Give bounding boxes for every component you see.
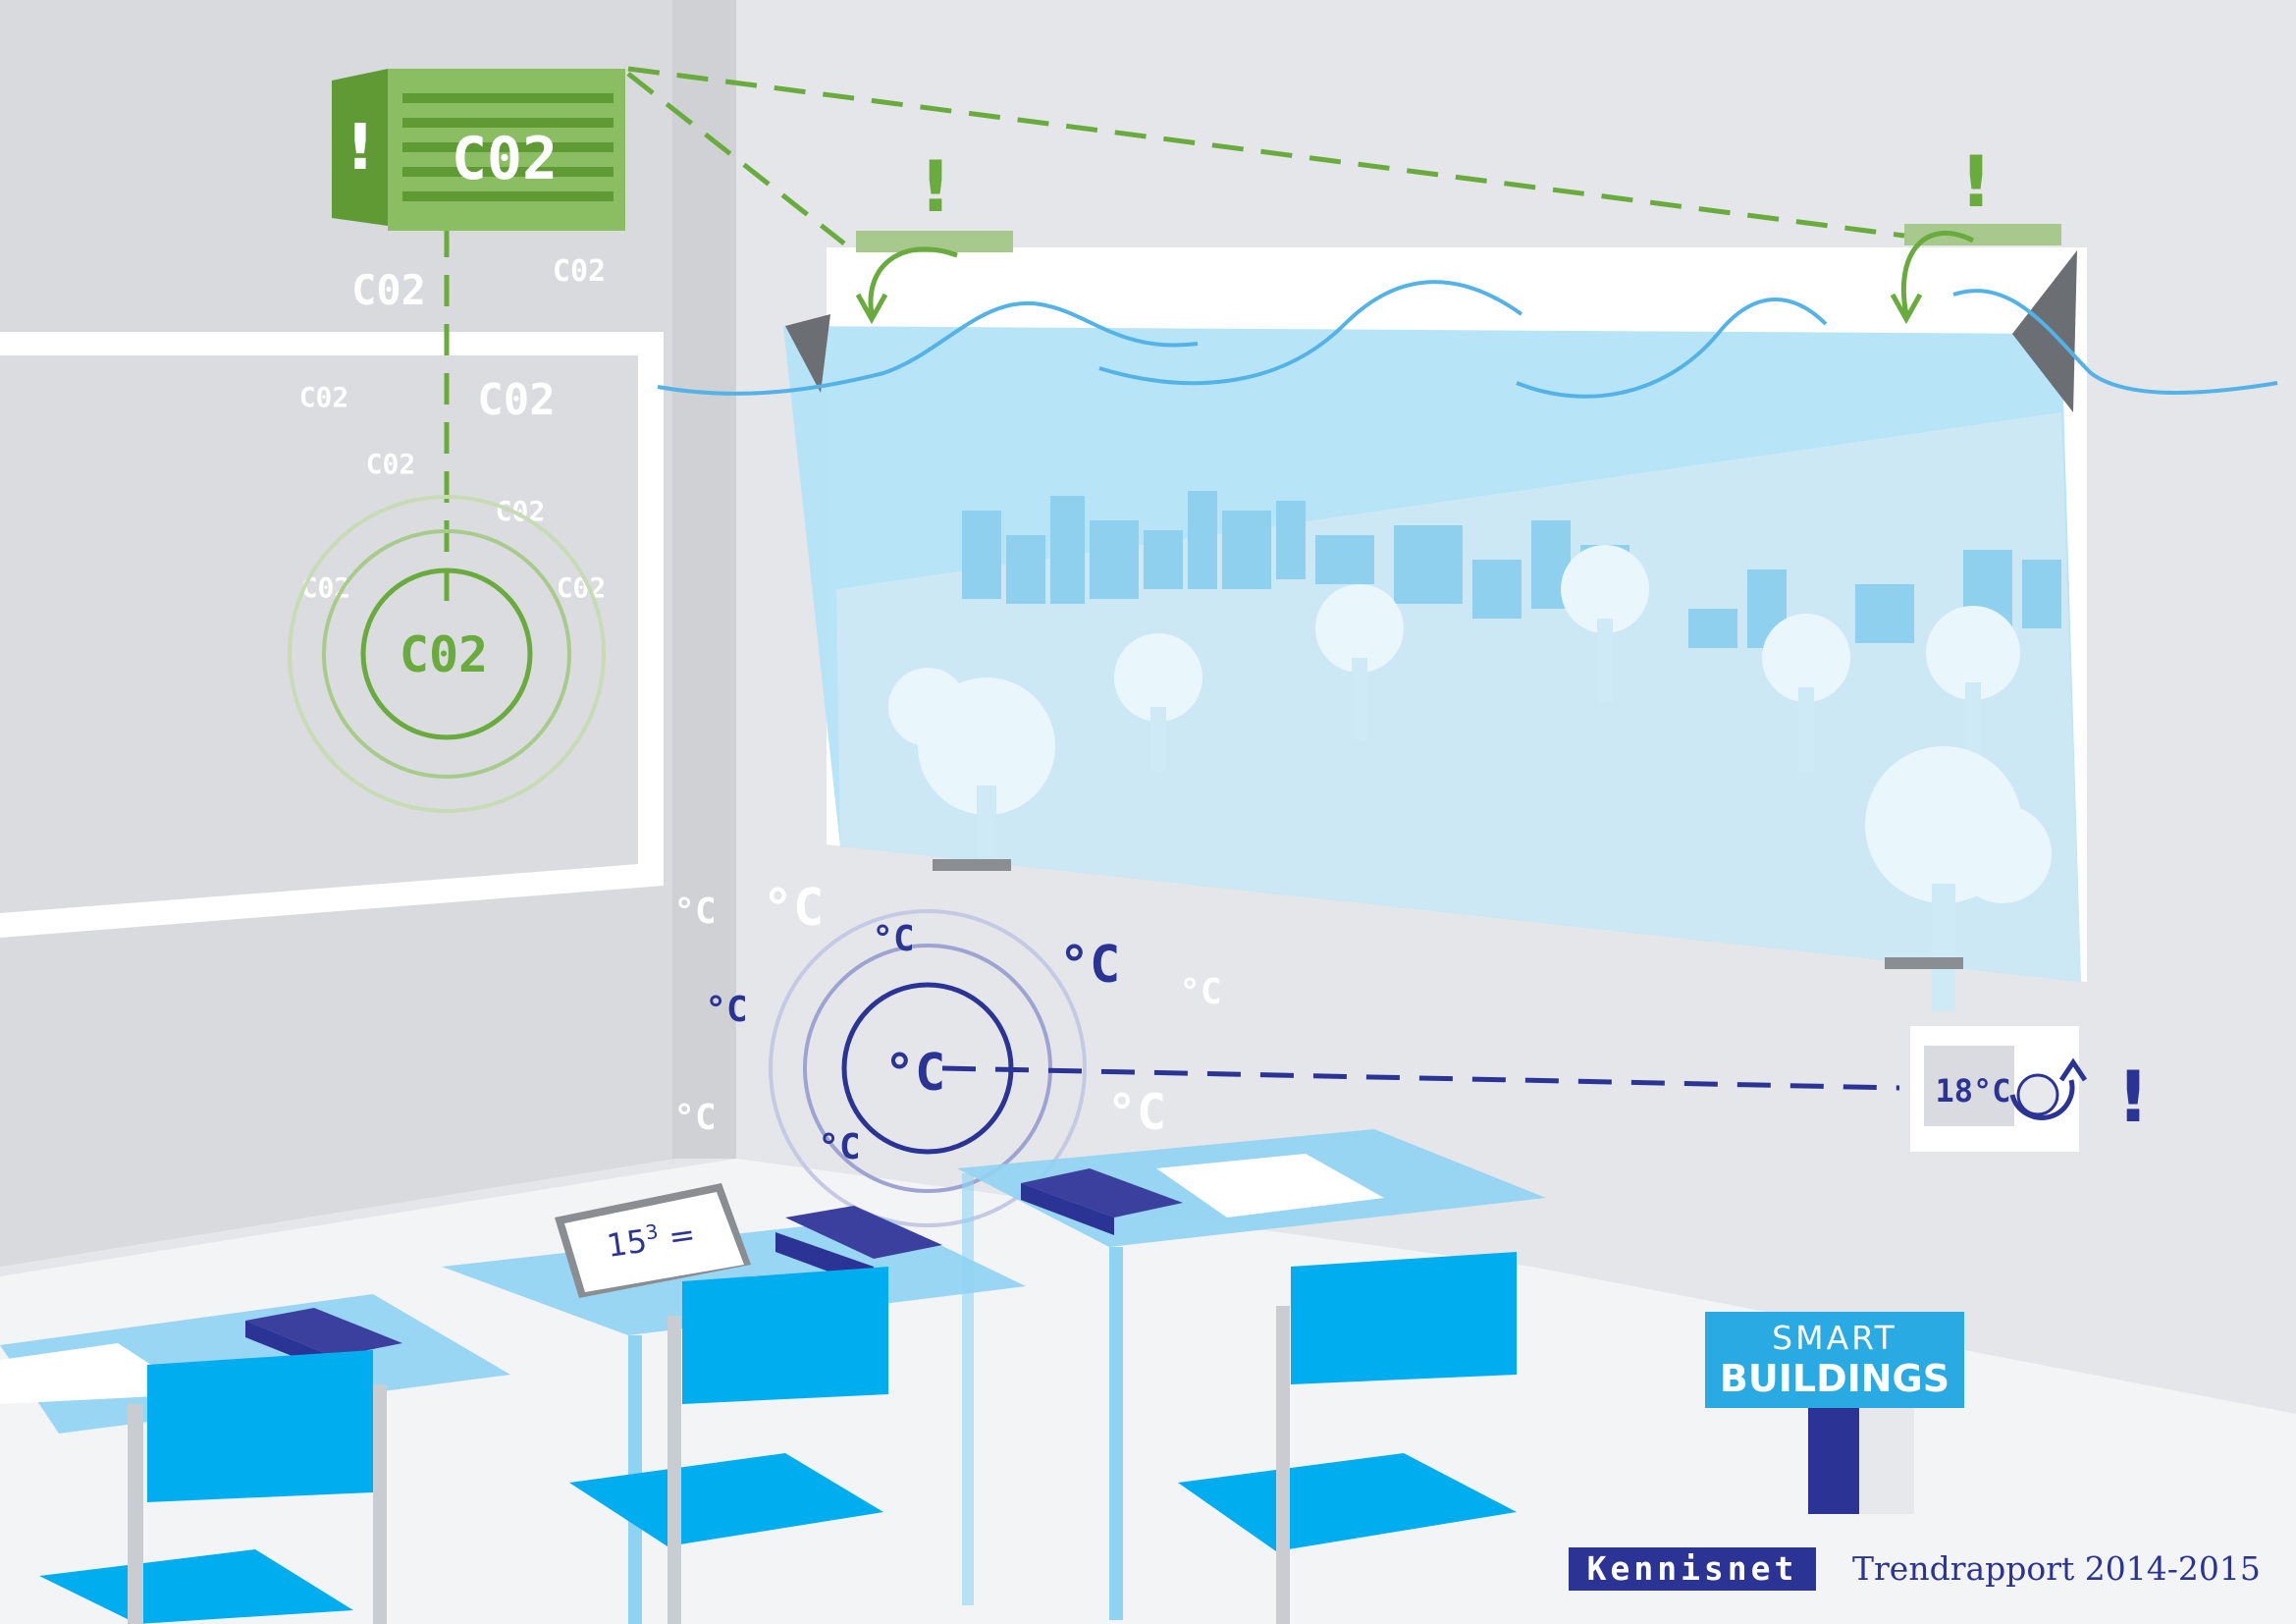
temperature-floating-label: °C	[818, 1127, 860, 1167]
trees	[888, 545, 2052, 1011]
vent-arrows	[855, 231, 1975, 325]
co2-sensor-label: C02	[400, 626, 488, 683]
thermostat[interactable]	[1910, 1026, 2088, 1152]
sign-post	[1808, 1408, 1859, 1514]
wall-corner	[672, 0, 736, 1159]
temperature-floating-label: °C	[673, 1098, 716, 1138]
temperature-floating-label: °C	[1179, 972, 1221, 1012]
temperature-floating-label: °C	[1059, 936, 1121, 995]
co2-floating-label: C02	[477, 375, 555, 425]
co2-dashed-links	[444, 66, 1905, 619]
temperature-floating-label: °C	[705, 990, 747, 1030]
window-hinge-left	[785, 314, 830, 393]
desk-card	[555, 1183, 751, 1298]
co2-floating-label: C02	[299, 381, 349, 413]
co2-ventilation-unit	[332, 69, 625, 231]
co2-unit-alert-mark: !	[346, 112, 374, 185]
airflow-waves	[657, 280, 2278, 399]
temperature-floating-label: °C	[1107, 1084, 1166, 1141]
co2-floating-label: C02	[351, 266, 426, 314]
co2-unit-label: C02	[452, 125, 558, 193]
window-latch	[1885, 957, 1963, 969]
sign-line-2: BUILDINGS	[1719, 1357, 1950, 1400]
co2-floating-label: C02	[366, 448, 416, 480]
thermostat-alert-mark: !	[2117, 1056, 2150, 1138]
sign-post-shadow	[1859, 1408, 1914, 1514]
window-alert-mark: !	[1960, 140, 1993, 223]
report-title: Trendrapport 2014-2015	[1852, 1549, 2261, 1588]
temperature-dashed-link	[941, 1065, 1900, 1091]
window-vent-left	[856, 231, 1013, 252]
window-vent-right	[1904, 224, 2061, 245]
co2-floating-label: C02	[553, 254, 606, 289]
sign-line-1: SMART	[1772, 1319, 1897, 1357]
whiteboard-surface	[0, 355, 638, 913]
temperature-floating-label: °C	[872, 919, 914, 959]
kennisnet-logo: Kennisnet	[1569, 1547, 1816, 1591]
thermostat-reading: 18°C	[1935, 1072, 2010, 1110]
smart-buildings-sign: SMART BUILDINGS	[1705, 1312, 1964, 1408]
window-hinge-right	[2012, 250, 2077, 412]
desk-card-text: 153 =	[605, 1215, 698, 1265]
chairs	[39, 1252, 1517, 1624]
window-alert-mark: !	[920, 145, 952, 228]
city-skyline	[962, 491, 2061, 648]
temperature-floating-label: °C	[763, 879, 825, 938]
co2-sensor	[288, 495, 606, 813]
temperature-sensor-label: °C	[884, 1044, 946, 1103]
co2-floating-label: C02	[496, 495, 546, 527]
co2-floating-label: C02	[557, 571, 607, 604]
window-latch	[933, 859, 1011, 871]
temperature-floating-label: °C	[673, 892, 716, 932]
